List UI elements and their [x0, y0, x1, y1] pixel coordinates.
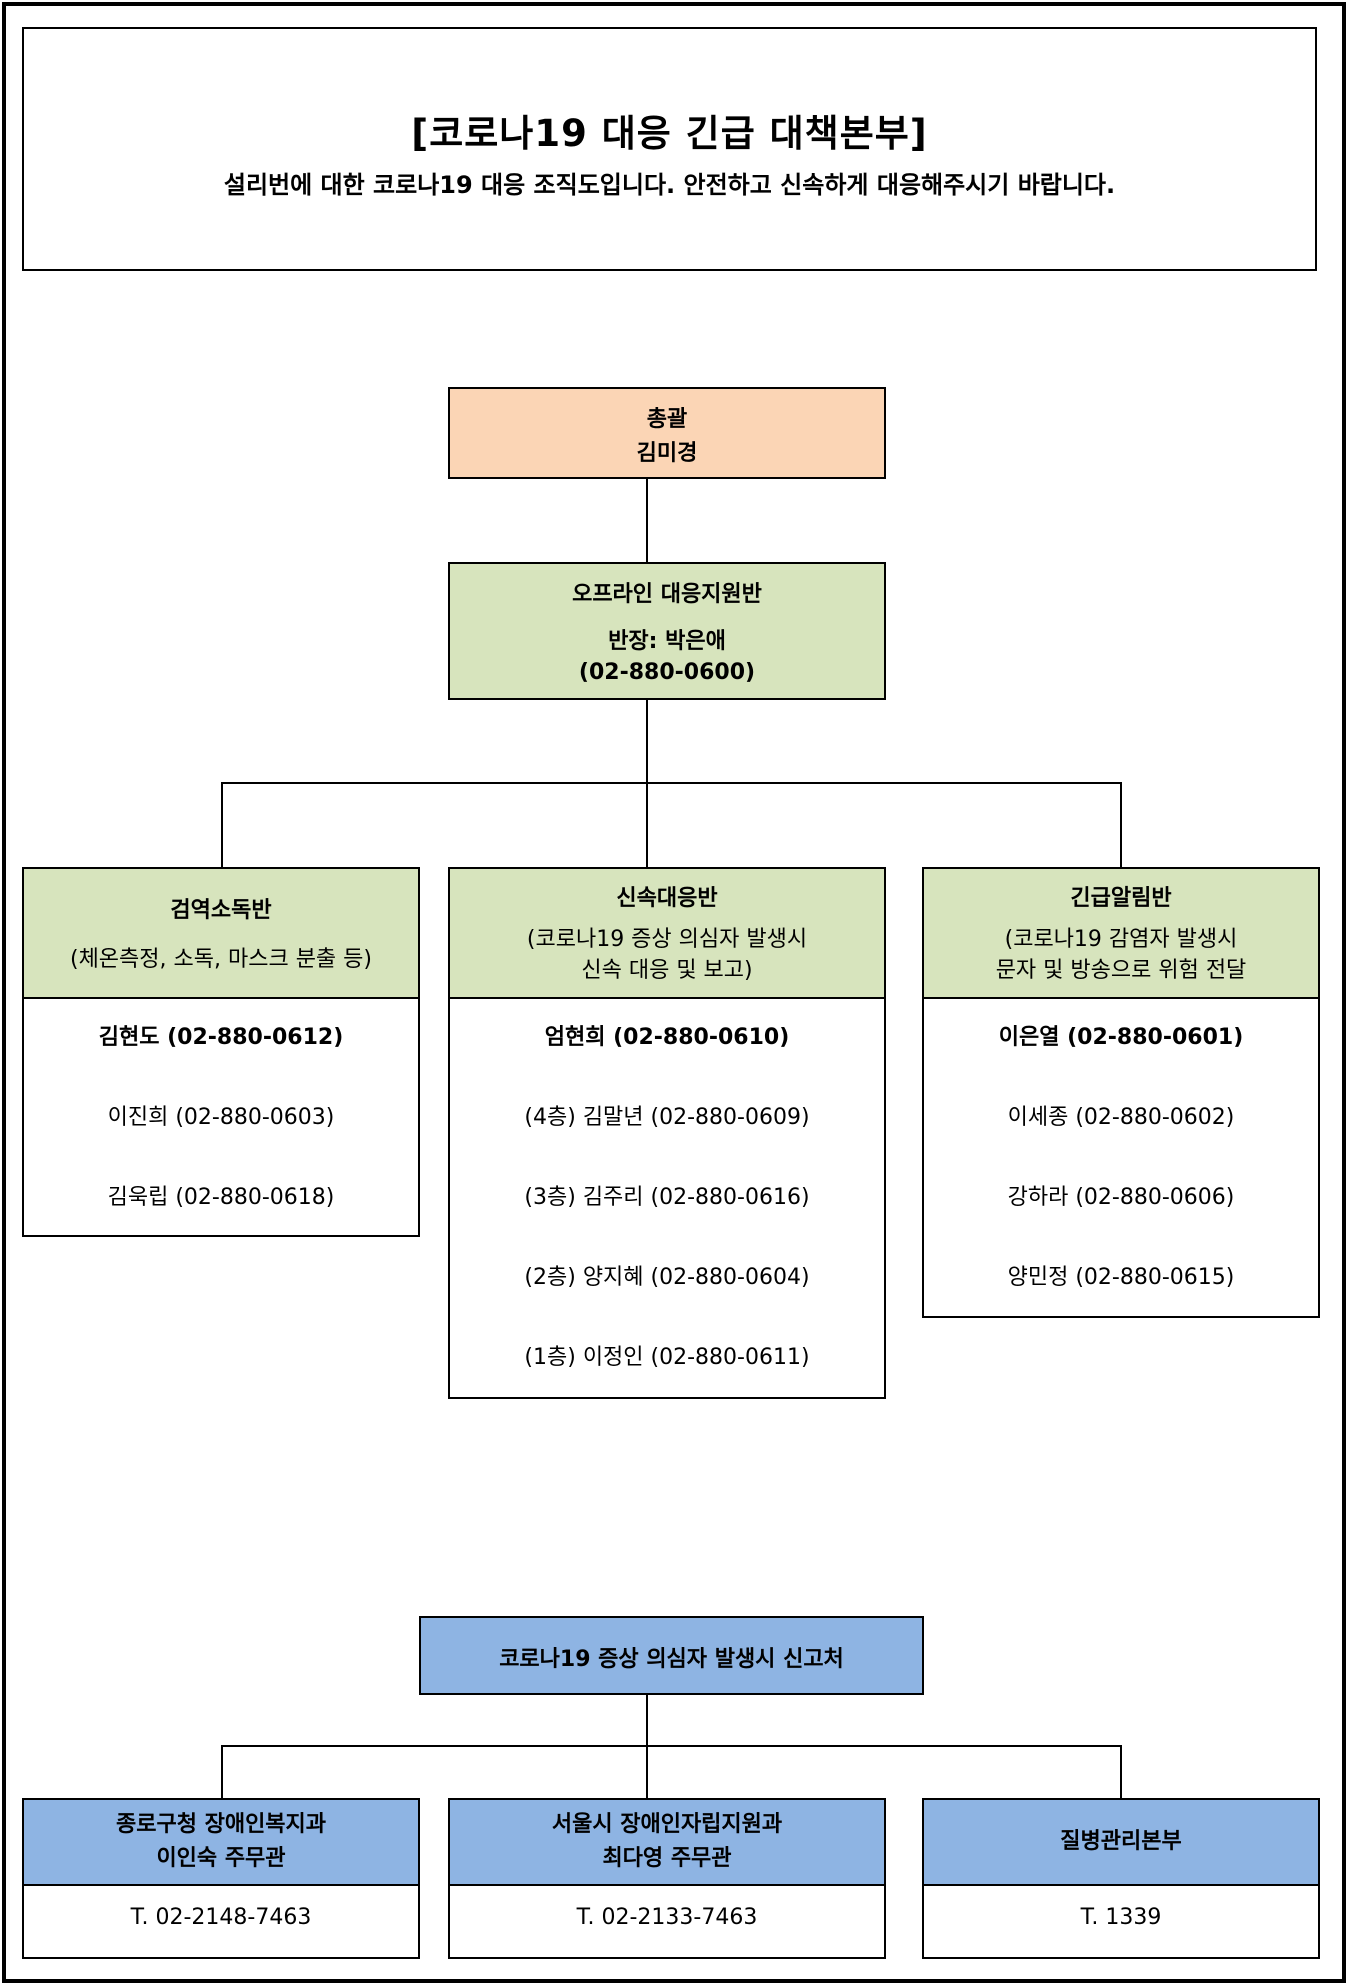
team-member: (4층) 김말년 (02-880-0609) — [524, 1105, 810, 1130]
contact-header: 종로구청 장애인복지과 이인숙 주무관 — [24, 1800, 418, 1886]
chief-role: 총괄 — [646, 407, 688, 432]
connector-teams-horizontal — [221, 782, 1122, 784]
team-member: 강하라 (02-880-0606) — [1007, 1185, 1235, 1210]
team-desc: 문자 및 방송으로 위험 전달 — [995, 958, 1247, 983]
team-member: 김욱립 (02-880-0618) — [107, 1185, 335, 1210]
header-box: [코로나19 대응 긴급 대책본부] 설리번에 대한 코로나19 대응 조직도입… — [22, 27, 1317, 271]
team-box-rapid-response: 신속대응반 (코로나19 증상 의심자 발생시 신속 대응 및 보고) 엄현희 … — [448, 867, 886, 1399]
page-subtitle: 설리번에 대한 코로나19 대응 조직도입니다. 안전하고 신속하게 대응해주시… — [223, 171, 1116, 199]
team-desc: 신속 대응 및 보고) — [581, 958, 753, 983]
contact-header: 질병관리본부 — [924, 1800, 1318, 1886]
report-title-box: 코로나19 증상 의심자 발생시 신고처 — [419, 1616, 924, 1695]
team-name: 검역소독반 — [170, 897, 272, 923]
contact-box-seoul: 서울시 장애인자립지원과 최다영 주무관 T. 02-2133-7463 — [448, 1798, 886, 1959]
chief-name: 김미경 — [636, 441, 698, 466]
contact-header: 서울시 장애인자립지원과 최다영 주무관 — [450, 1800, 884, 1886]
contact-phone: T. 02-2148-7463 — [130, 1905, 312, 1930]
team-desc: (코로나19 감염자 발생시 — [1004, 927, 1238, 952]
contact-box-jongno: 종로구청 장애인복지과 이인숙 주무관 T. 02-2148-7463 — [22, 1798, 420, 1959]
team-desc: (체온측정, 소독, 마스크 분출 등) — [69, 946, 372, 972]
team-name: 신속대응반 — [616, 886, 718, 911]
support-box: 오프라인 대응지원반 반장: 박은애 (02-880-0600) — [448, 562, 886, 700]
team-member: 양민정 (02-880-0615) — [1007, 1265, 1235, 1290]
support-phone: (02-880-0600) — [578, 660, 756, 685]
support-leader: 반장: 박은애 — [608, 629, 726, 654]
chief-box: 총괄 김미경 — [448, 387, 886, 479]
connector-report-1 — [221, 1745, 223, 1798]
team-box-emergency-alert: 긴급알림반 (코로나19 감염자 발생시 문자 및 방송으로 위험 전달 이은열… — [922, 867, 1320, 1318]
report-title: 코로나19 증상 의심자 발생시 신고처 — [499, 1647, 844, 1672]
team-member: (1층) 이정인 (02-880-0611) — [524, 1345, 810, 1370]
page-title: [코로나19 대응 긴급 대책본부] — [411, 112, 928, 155]
team-header: 검역소독반 (체온측정, 소독, 마스크 분출 등) — [24, 869, 418, 999]
contact-box-kcdc: 질병관리본부 T. 1339 — [922, 1798, 1320, 1959]
team-lead: 김현도 (02-880-0612) — [98, 1025, 344, 1050]
connector-chief-support — [646, 479, 648, 562]
team-name: 긴급알림반 — [1070, 886, 1172, 911]
contact-phone: T. 1339 — [1080, 1905, 1162, 1930]
contact-org: 종로구청 장애인복지과 — [115, 1812, 327, 1837]
contact-person: 최다영 주무관 — [602, 1846, 732, 1871]
team-lead: 엄현희 (02-880-0610) — [544, 1025, 790, 1050]
contact-phone: T. 02-2133-7463 — [576, 1905, 758, 1930]
team-member: (2층) 양지혜 (02-880-0604) — [524, 1265, 810, 1290]
team-member: (3층) 김주리 (02-880-0616) — [524, 1185, 810, 1210]
team-header: 긴급알림반 (코로나19 감염자 발생시 문자 및 방송으로 위험 전달 — [924, 869, 1318, 999]
team-lead: 이은열 (02-880-0601) — [998, 1025, 1244, 1050]
contact-org: 질병관리본부 — [1060, 1829, 1182, 1854]
contact-org: 서울시 장애인자립지원과 — [551, 1812, 783, 1837]
connector-team-1 — [221, 782, 223, 867]
team-desc: (코로나19 증상 의심자 발생시 — [526, 927, 808, 952]
connector-report-3 — [1120, 1745, 1122, 1798]
connector-team-3 — [1120, 782, 1122, 867]
support-name: 오프라인 대응지원반 — [572, 582, 762, 607]
connector-report-horizontal — [221, 1745, 1122, 1747]
team-header: 신속대응반 (코로나19 증상 의심자 발생시 신속 대응 및 보고) — [450, 869, 884, 999]
team-member: 이진희 (02-880-0603) — [107, 1105, 335, 1130]
contact-person: 이인숙 주무관 — [156, 1846, 286, 1871]
team-member: 이세종 (02-880-0602) — [1007, 1105, 1235, 1130]
team-box-quarantine: 검역소독반 (체온측정, 소독, 마스크 분출 등) 김현도 (02-880-0… — [22, 867, 420, 1237]
